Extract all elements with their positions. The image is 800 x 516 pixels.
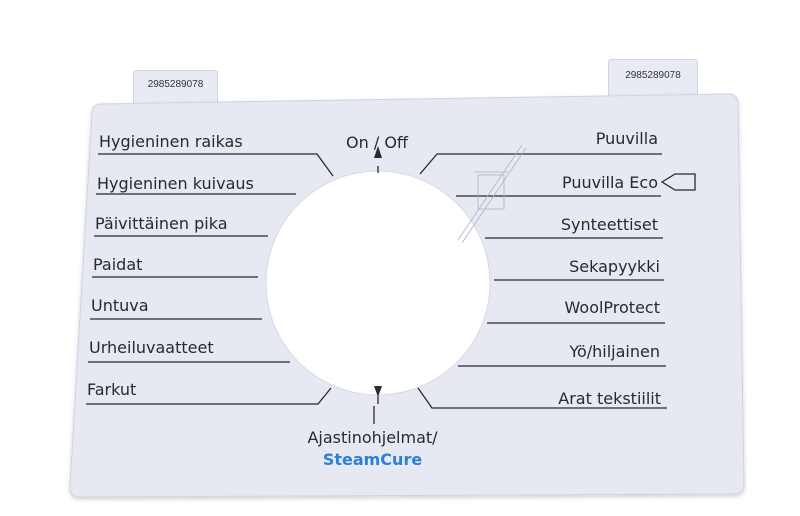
program-night-quiet: Yö/hiljainen xyxy=(569,342,660,361)
program-woolprotect: WoolProtect xyxy=(564,298,660,317)
part-number-tab-right: 2985289078 xyxy=(608,59,698,98)
program-jeans: Farkut xyxy=(87,380,137,399)
program-cotton: Puuvilla xyxy=(595,129,658,148)
crossed-bin-icon xyxy=(457,144,527,244)
program-synthetics: Synteettiset xyxy=(560,215,658,234)
part-number-right: 2985289078 xyxy=(625,70,681,81)
program-daily-quick: Päivittäinen pika xyxy=(95,214,228,233)
eco-tag-icon xyxy=(660,173,696,191)
bottom-marker-icon xyxy=(374,386,382,397)
program-hygienic-dry: Hygieninen kuivaus xyxy=(97,174,254,193)
program-sportswear: Urheiluvaatteet xyxy=(89,338,214,357)
program-shirts: Paidat xyxy=(93,255,143,274)
program-cotton-eco: Puuvilla Eco xyxy=(561,173,658,192)
program-mixed: Sekapyykki xyxy=(569,257,660,276)
on-off-label: On / Off xyxy=(346,133,408,152)
knob-cutout xyxy=(265,170,491,396)
program-hygienic-fresh: Hygieninen raikas xyxy=(99,132,243,151)
top-marker-icon xyxy=(374,146,382,158)
steamcure-label: SteamCure xyxy=(322,450,423,469)
timer-programs-label: Ajastinohjelmat/ xyxy=(307,428,438,447)
program-down: Untuva xyxy=(91,296,149,315)
program-delicates: Arat tekstiilit xyxy=(558,389,661,408)
part-number-tab-left: 2985289078 xyxy=(133,70,218,105)
part-number-left: 2985289078 xyxy=(147,79,204,90)
